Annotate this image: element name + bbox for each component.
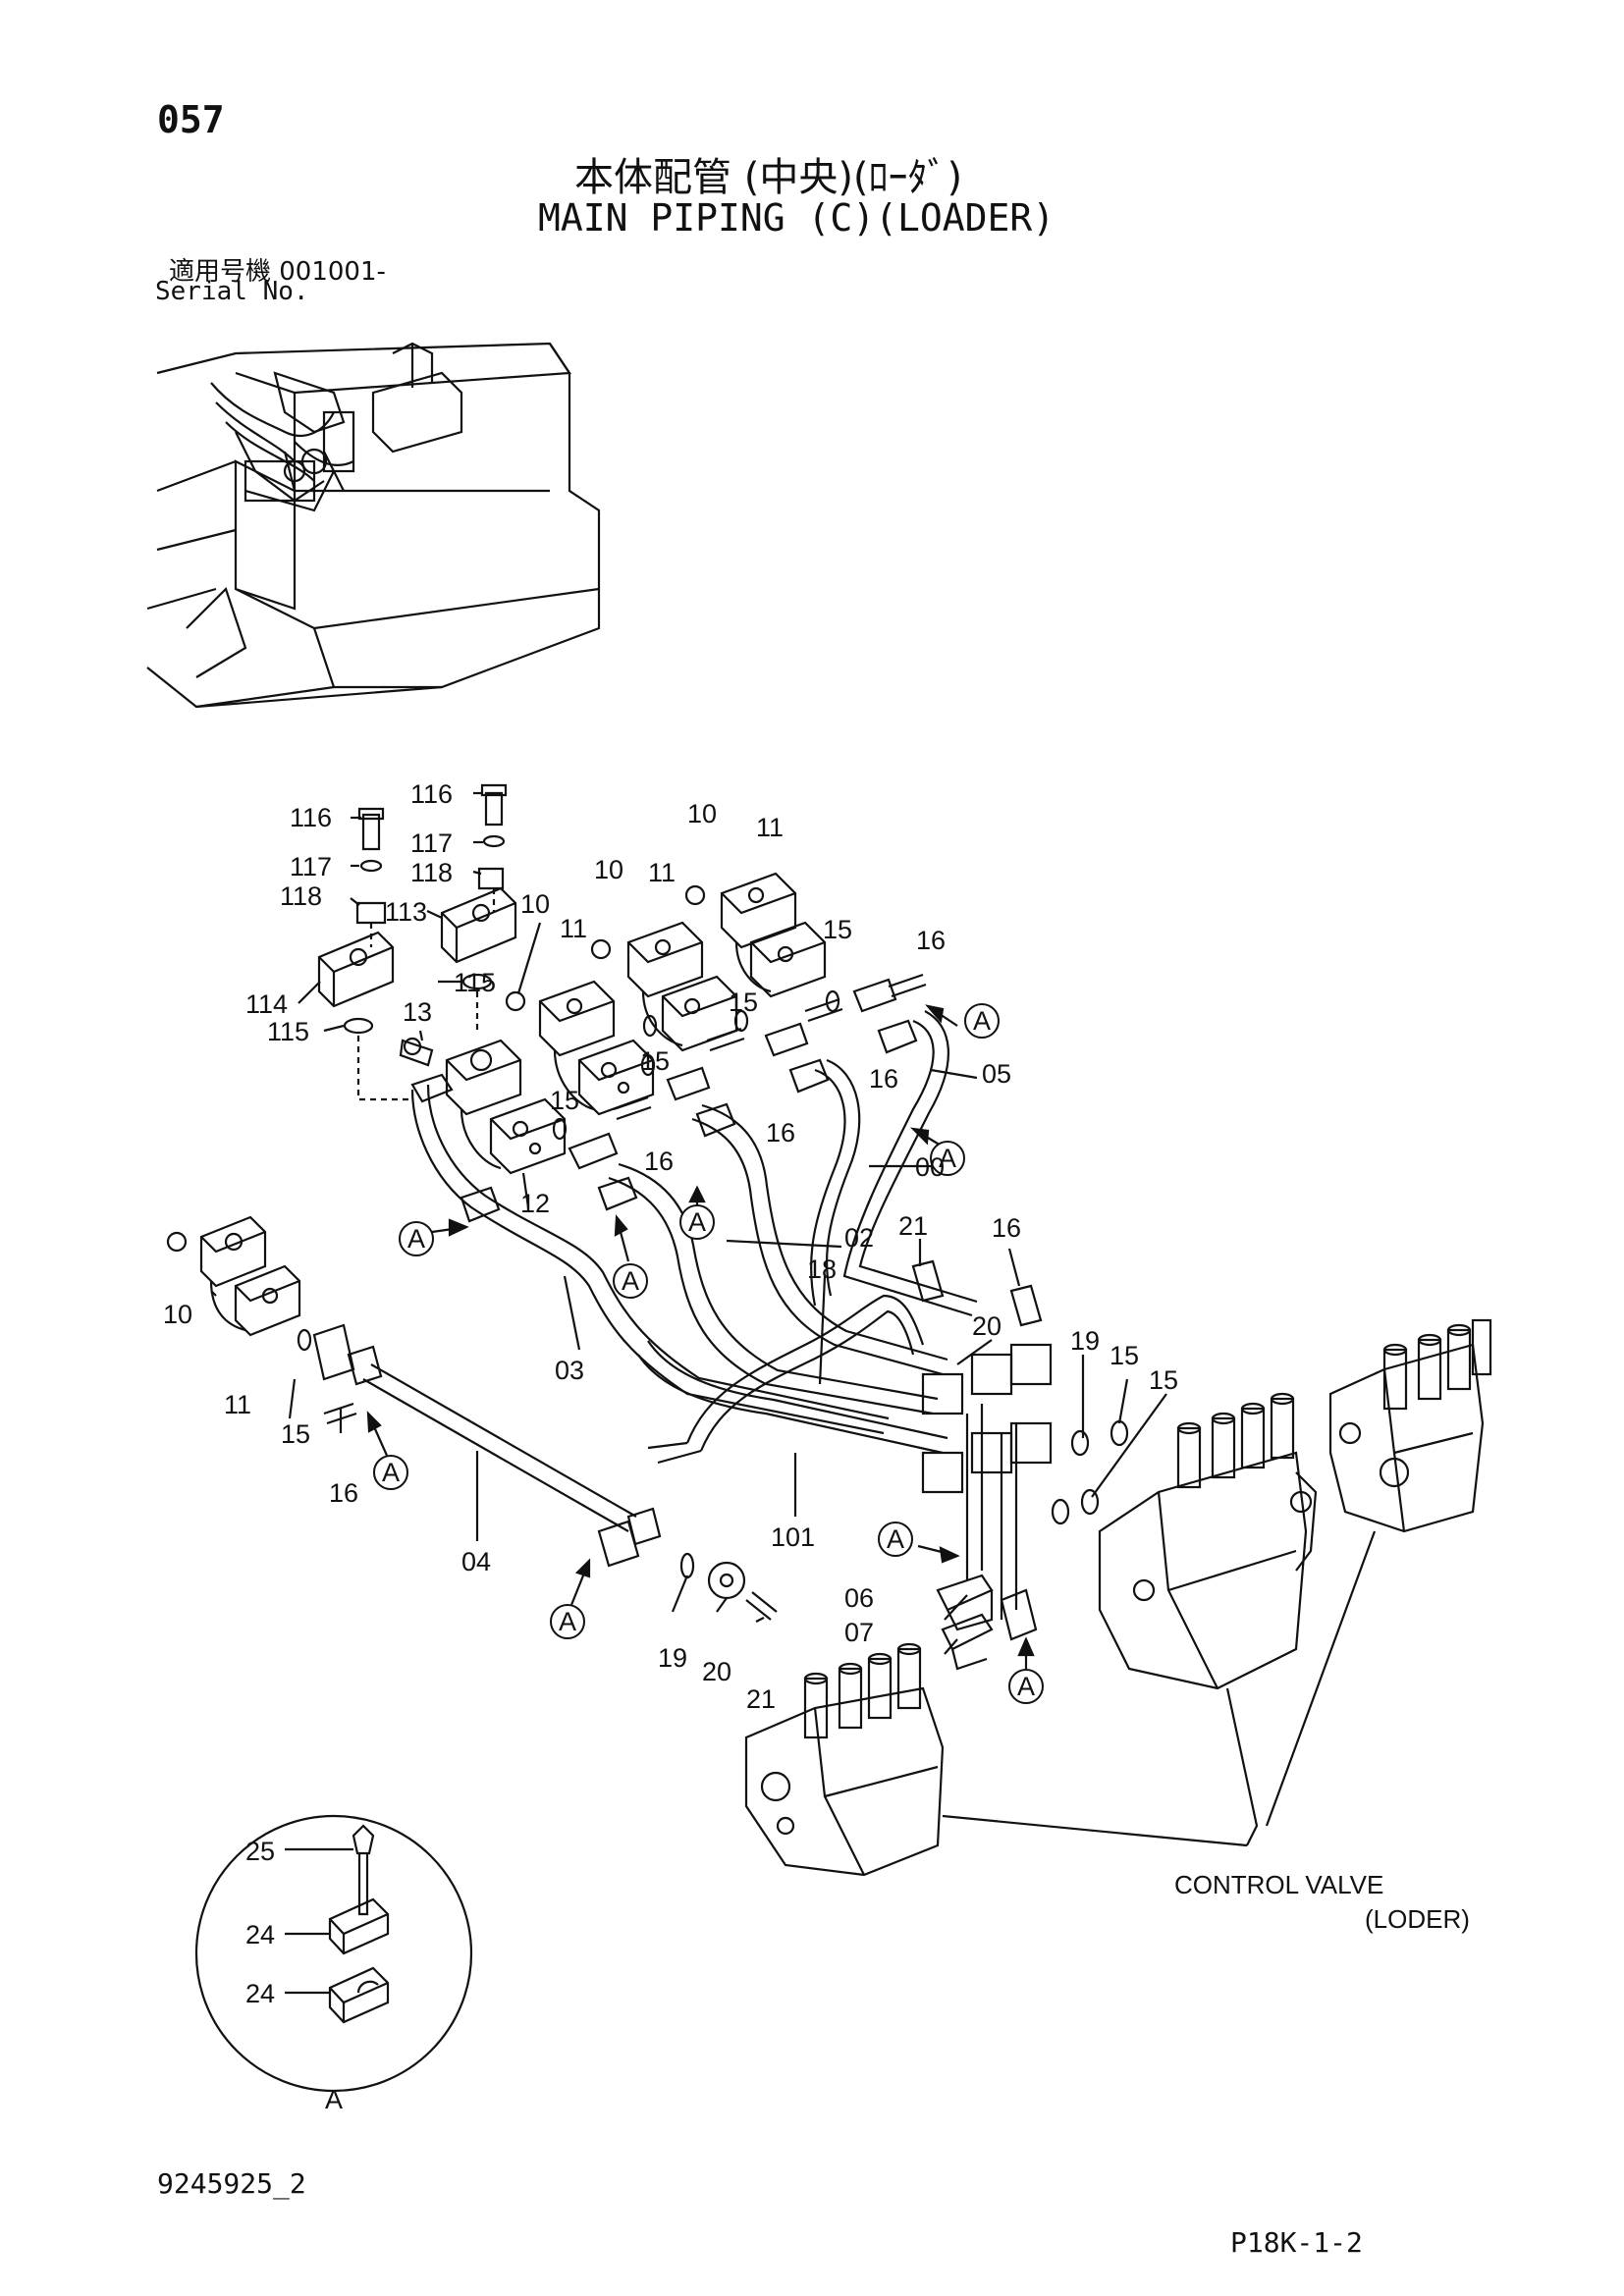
part-callouts: 116 116 117 117 118 118 113 114 115 115 …: [163, 779, 1178, 2008]
svg-text:A: A: [407, 1224, 425, 1254]
callout: 116: [410, 779, 453, 809]
title-english: MAIN PIPING (C)(LOADER): [538, 196, 1056, 240]
page-number: 057: [157, 98, 225, 141]
svg-text:A: A: [973, 1006, 991, 1036]
machine-overview-illustration: [146, 342, 601, 709]
callout: 16: [992, 1213, 1021, 1243]
callout: 16: [869, 1064, 898, 1094]
svg-text:A: A: [939, 1144, 956, 1173]
callout: 12: [520, 1189, 550, 1218]
callout: 11: [648, 858, 676, 887]
svg-text:A: A: [887, 1524, 904, 1554]
callout: 15: [823, 915, 852, 944]
callout: 10: [687, 799, 717, 828]
view-marker-labels: A A A A A A A A A A: [325, 1006, 1035, 2114]
callout: 21: [898, 1211, 928, 1241]
callout: 11: [756, 813, 784, 842]
callout: 16: [916, 926, 946, 955]
callout: 115: [454, 968, 496, 997]
flange-blocks: [166, 872, 840, 1352]
serial-label-english: Serial No.: [155, 277, 309, 306]
svg-text:A: A: [1017, 1672, 1035, 1701]
callout: 118: [410, 858, 453, 887]
callout: 15: [729, 988, 758, 1017]
control-valve-label: CONTROL VALVE: [1174, 1870, 1384, 1899]
callout: 115: [267, 1017, 309, 1046]
control-valve-sublabel: (LODER): [1365, 1904, 1470, 1934]
svg-text:A: A: [382, 1458, 400, 1487]
callout: 05: [982, 1059, 1011, 1089]
callout: 101: [771, 1522, 815, 1552]
callout: 10: [594, 855, 623, 884]
svg-text:A: A: [622, 1266, 639, 1296]
callout: 117: [290, 852, 332, 881]
callout: 16: [766, 1118, 795, 1148]
callout: 15: [550, 1086, 579, 1115]
callout: 15: [281, 1419, 310, 1449]
callout: 15: [640, 1046, 670, 1076]
page-code: P18K-1-2: [1230, 2226, 1363, 2259]
detail-view-label: A: [325, 2085, 343, 2114]
callout: 10: [163, 1300, 192, 1329]
callout: 114: [245, 989, 288, 1019]
pipe-lines: [362, 1010, 1018, 1620]
callout: 19: [1070, 1326, 1100, 1356]
callout: 10: [520, 889, 550, 919]
callout: 24: [245, 1979, 275, 2008]
callout: 25: [245, 1837, 275, 1866]
callout: 21: [746, 1684, 776, 1714]
callout: 20: [702, 1657, 731, 1686]
detail-view-a: [194, 1814, 473, 2093]
callout: 117: [410, 828, 453, 858]
callout: 11: [224, 1390, 251, 1419]
svg-text:A: A: [688, 1207, 706, 1237]
callout: 20: [972, 1311, 1001, 1341]
callout: 18: [807, 1255, 837, 1284]
callout: 19: [658, 1643, 687, 1673]
callout: 15: [1110, 1341, 1139, 1370]
title-japanese: 本体配管 (中央)(ﾛｰﾀﾞ): [574, 155, 963, 200]
callout: 113: [385, 897, 427, 927]
callout: 13: [403, 997, 432, 1027]
callout: 07: [844, 1618, 874, 1647]
callout: 02: [844, 1223, 874, 1253]
callout: 16: [329, 1478, 358, 1508]
control-valve-illustration: [744, 1318, 1492, 1877]
svg-text:A: A: [559, 1607, 576, 1636]
view-marker-circles: [373, 1003, 1044, 1704]
callout: 118: [280, 881, 322, 911]
view-arrows: [366, 1004, 1035, 1669]
serial-label-japanese: 適用号機 001001-: [169, 257, 386, 287]
callout: 16: [644, 1147, 674, 1176]
callout: 03: [555, 1356, 584, 1385]
callout: 15: [1149, 1365, 1178, 1395]
callout: 00: [915, 1152, 945, 1182]
callout: 11: [560, 914, 587, 943]
document-code: 9245925_2: [157, 2167, 306, 2200]
callout: 24: [245, 1920, 275, 1949]
callout: 116: [290, 803, 332, 832]
callout: 06: [844, 1583, 874, 1613]
callout: 04: [461, 1547, 491, 1576]
